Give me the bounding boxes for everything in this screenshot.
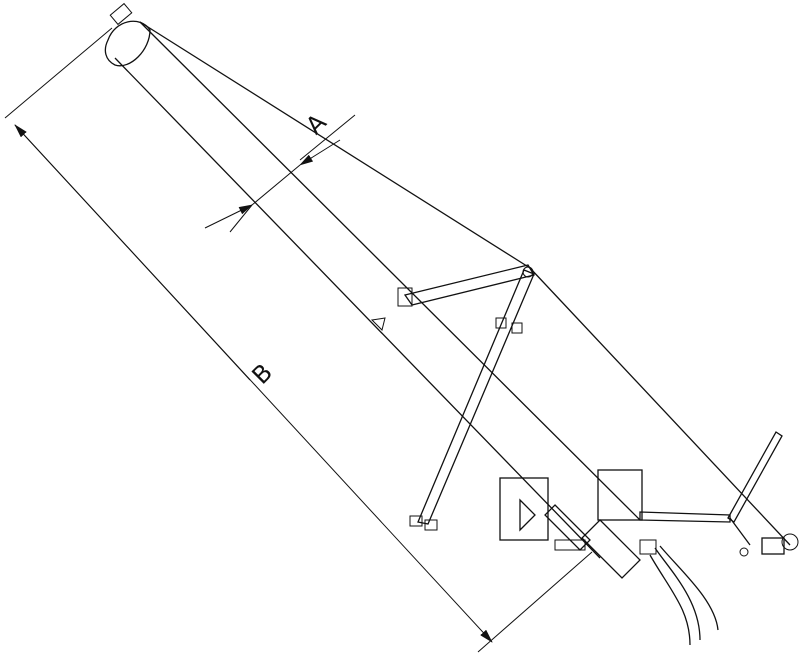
hydraulic-hoses xyxy=(639,539,719,646)
dimension-b xyxy=(4,27,593,653)
discharge-head xyxy=(104,2,151,67)
support-truss xyxy=(370,264,536,531)
conveyor-tube xyxy=(114,21,791,559)
motor-assembly xyxy=(499,469,643,579)
dimension-a xyxy=(204,114,356,233)
winch-frame xyxy=(639,431,799,557)
